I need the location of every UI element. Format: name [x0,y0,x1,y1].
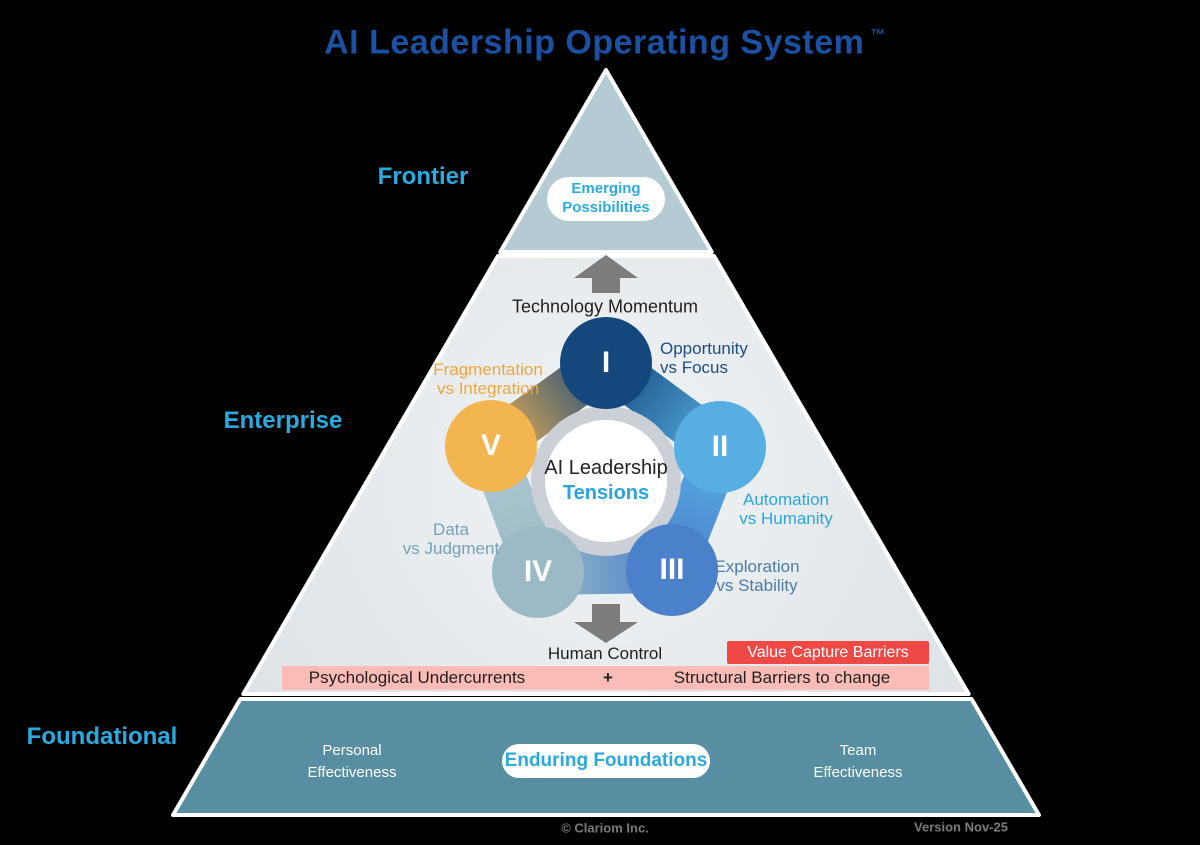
numeral-3: III [659,553,685,586]
tension-label-exploration: Exploration vs Stability [714,557,799,595]
tension-node-3 [626,524,718,616]
tier-label-foundational: Foundational [26,723,178,750]
center-line1: AI Leadership [544,457,668,479]
center-circle [545,420,667,542]
enduring-foundations-pill: Enduring Foundations [502,744,710,778]
version-label: Version Nov-25 [914,819,1008,835]
psychological-undercurrents-label: Psychological Undercurrents [308,668,526,687]
down-arrow-icon [574,604,638,643]
label-line: Automation [743,490,829,509]
label-line: Team [839,742,877,759]
label-line: vs Humanity [739,509,833,528]
technology-momentum-label: Technology Momentum [511,296,699,317]
structural-barriers-label: Structural Barriers to change [673,668,891,687]
emerging-possibilities-pill: Emerging Possibilities [547,177,665,221]
emerging-line1: Emerging [571,180,641,198]
tension-label-automation: Automation vs Humanity [739,490,833,528]
tension-node-5 [445,400,537,492]
label-line: Fragmentation [433,360,543,379]
tier-label-enterprise: Enterprise [223,407,343,434]
personal-effectiveness-label: Personal Effectiveness [308,740,397,784]
numeral-1: I [601,346,611,379]
page-title: AI Leadership Operating System ™ [324,24,886,63]
enduring-foundations-text: Enduring Foundations [504,750,708,771]
center-line2: Tensions [562,482,650,504]
label-line: Effectiveness [813,764,903,781]
trademark-symbol: ™ [870,26,886,44]
page-title-text: AI Leadership Operating System [324,23,865,62]
tier-label-frontier: Frontier [377,163,469,190]
human-control-label: Human Control [547,644,663,663]
label-line: vs Stability [716,576,798,595]
label-line: vs Focus [660,358,729,377]
label-line: Opportunity [660,339,748,358]
copyright-label: © Clariom Inc. [561,820,649,836]
numeral-2: II [711,430,729,463]
center-hub-label: AI Leadership Tensions [544,456,667,506]
numeral-4: IV [523,555,553,588]
label-line: Effectiveness [307,764,397,781]
barriers-strip: Psychological Undercurrents + Structural… [282,666,929,690]
emerging-line2: Possibilities [562,199,650,216]
label-line: vs Judgment [402,539,500,558]
value-capture-barriers-badge: Value Capture Barriers [727,641,929,664]
tension-label-data: Data vs Judgment [403,520,499,558]
tension-node-1 [560,317,652,409]
label-line: Data [433,520,469,539]
plus-sign: + [603,668,613,687]
label-line: Exploration [714,557,800,576]
label-line: Personal [322,742,382,759]
tension-label-fragmentation: Fragmentation vs Integration [433,360,543,398]
tension-node-2 [674,401,766,493]
value-capture-text: Value Capture Barriers [747,643,909,661]
tension-node-4 [492,526,584,618]
pyramid-tier-frontier [498,68,714,254]
label-line: vs Integration [436,379,540,398]
numeral-5: V [480,429,502,462]
team-effectiveness-label: Team Effectiveness [814,740,903,784]
tension-label-opportunity: Opportunity vs Focus [660,339,748,377]
up-arrow-icon [574,255,638,293]
